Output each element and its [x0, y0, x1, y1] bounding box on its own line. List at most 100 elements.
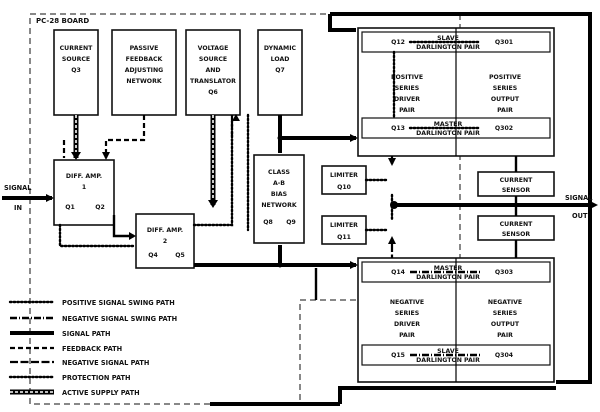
svg-text:Q301: Q301 — [495, 39, 513, 46]
svg-text:OUTPUT: OUTPUT — [491, 321, 520, 328]
svg-text:1: 1 — [82, 184, 86, 191]
svg-text:Q2: Q2 — [95, 204, 105, 211]
svg-text:AND: AND — [205, 67, 220, 74]
svg-text:DARLINGTON PAIR: DARLINGTON PAIR — [416, 130, 480, 137]
svg-text:SENSOR: SENSOR — [502, 231, 531, 238]
svg-text:CLASS: CLASS — [268, 169, 290, 176]
svg-text:NEGATIVE: NEGATIVE — [390, 299, 424, 306]
limiter-q10-block: LIMITER Q10 — [321, 165, 367, 195]
legend-label-negative-signal: NEGATIVE SIGNAL PATH — [62, 359, 149, 367]
class-ab-bias-block: CLASS A-B BIAS NETWORK Q8 Q9 — [253, 154, 305, 244]
svg-text:SERIES: SERIES — [493, 85, 517, 92]
svg-text:TRANSLATOR: TRANSLATOR — [190, 78, 236, 85]
diff-amp-2-block: DIFF. AMP. 2 Q4 Q5 — [135, 213, 195, 269]
svg-text:CURRENT: CURRENT — [500, 177, 533, 184]
svg-text:Q303: Q303 — [495, 269, 513, 276]
svg-text:CURRENT: CURRENT — [60, 45, 93, 52]
svg-text:PASSIVE: PASSIVE — [130, 45, 159, 52]
svg-text:Q4: Q4 — [148, 252, 158, 259]
voltage-source-block: VOLTAGE SOURCE AND TRANSLATOR Q6 — [185, 29, 241, 116]
legend: POSITIVE SIGNAL SWING PATH NEGATIVE SIGN… — [8, 299, 177, 397]
svg-text:OUTPUT: OUTPUT — [491, 96, 520, 103]
svg-text:SOURCE: SOURCE — [62, 56, 90, 63]
svg-text:DYNAMIC: DYNAMIC — [264, 45, 297, 52]
svg-text:CURRENT: CURRENT — [500, 221, 533, 228]
legend-label-active-supply: ACTIVE SUPPLY PATH — [62, 389, 140, 397]
legend-label-negative-swing: NEGATIVE SIGNAL SWING PATH — [62, 315, 177, 323]
svg-text:LOAD: LOAD — [271, 56, 290, 63]
svg-text:Q302: Q302 — [495, 125, 513, 132]
svg-text:MASTER: MASTER — [434, 121, 463, 128]
svg-text:SENSOR: SENSOR — [502, 187, 531, 194]
legend-label-positive-swing: POSITIVE SIGNAL SWING PATH — [62, 299, 175, 307]
svg-text:Q7: Q7 — [275, 67, 285, 74]
svg-text:DARLINGTON PAIR: DARLINGTON PAIR — [416, 357, 480, 364]
svg-text:POSITIVE: POSITIVE — [489, 74, 521, 81]
svg-text:SERIES: SERIES — [493, 310, 517, 317]
svg-text:DRIVER: DRIVER — [394, 96, 420, 103]
svg-text:2: 2 — [163, 238, 167, 245]
signal-in-label-1: SIGNAL — [4, 184, 32, 192]
current-source-block: CURRENT SOURCE Q3 — [53, 29, 99, 116]
svg-text:SERIES: SERIES — [395, 310, 419, 317]
signal-paths — [2, 12, 598, 406]
svg-text:MASTER: MASTER — [434, 265, 463, 272]
board-label: PC-28 BOARD — [36, 17, 89, 25]
svg-text:DARLINGTON PAIR: DARLINGTON PAIR — [416, 274, 480, 281]
svg-text:Q8: Q8 — [263, 219, 273, 226]
svg-text:NETWORK: NETWORK — [261, 202, 296, 209]
svg-text:Q3: Q3 — [71, 67, 81, 74]
active-supply-paths — [71, 115, 218, 208]
svg-text:NEGATIVE: NEGATIVE — [488, 299, 522, 306]
svg-text:Q10: Q10 — [337, 184, 352, 191]
svg-text:A-B: A-B — [273, 180, 285, 187]
legend-label-feedback: FEEDBACK PATH — [62, 345, 122, 353]
svg-text:SLAVE: SLAVE — [437, 348, 459, 355]
junction-top — [277, 135, 283, 141]
dynamic-load-block: DYNAMIC LOAD Q7 — [257, 29, 303, 116]
svg-text:SOURCE: SOURCE — [199, 56, 227, 63]
svg-text:Q14: Q14 — [391, 269, 406, 276]
svg-text:LIMITER: LIMITER — [330, 222, 358, 229]
junction-bottom — [277, 262, 283, 268]
signal-out-label-1: SIGNAL — [565, 194, 593, 202]
svg-text:LIMITER: LIMITER — [330, 172, 358, 179]
diff-amp-1-block: DIFF. AMP. 1 Q1 Q2 — [53, 159, 115, 226]
svg-text:DARLINGTON PAIR: DARLINGTON PAIR — [416, 44, 480, 51]
limiter-q11-block: LIMITER Q11 — [321, 215, 367, 245]
swing-paths — [364, 40, 482, 357]
svg-text:Q5: Q5 — [175, 252, 185, 259]
svg-text:Q13: Q13 — [391, 125, 405, 132]
svg-text:FEEDBACK: FEEDBACK — [126, 56, 163, 63]
svg-text:DIFF. AMP.: DIFF. AMP. — [66, 173, 102, 180]
positive-output-section: Q12 Q301 SLAVE DARLINGTON PAIR POSITIVE … — [357, 27, 555, 157]
svg-text:SLAVE: SLAVE — [437, 35, 459, 42]
passive-feedback-block: PASSIVE FEEDBACK ADJUSTING NETWORK — [111, 29, 177, 116]
svg-text:PAIR: PAIR — [497, 107, 513, 114]
svg-text:SERIES: SERIES — [395, 85, 419, 92]
svg-text:DRIVER: DRIVER — [394, 321, 420, 328]
svg-text:NETWORK: NETWORK — [126, 78, 161, 85]
legend-label-protection: PROTECTION PATH — [62, 374, 131, 382]
svg-text:Q9: Q9 — [286, 219, 296, 226]
svg-text:POSITIVE: POSITIVE — [391, 74, 423, 81]
svg-text:Q1: Q1 — [65, 204, 75, 211]
svg-text:PAIR: PAIR — [399, 332, 415, 339]
svg-text:PAIR: PAIR — [497, 332, 513, 339]
legend-label-signal: SIGNAL PATH — [62, 330, 111, 338]
negative-output-section: Q14 Q303 MASTER DARLINGTON PAIR NEGATIVE… — [357, 257, 555, 383]
svg-text:PAIR: PAIR — [399, 107, 415, 114]
svg-text:Q12: Q12 — [391, 39, 405, 46]
svg-text:VOLTAGE: VOLTAGE — [198, 45, 229, 52]
signal-in-label-2: IN — [14, 204, 22, 212]
output-node — [390, 201, 398, 209]
current-sensor-bottom: CURRENT SENSOR — [477, 215, 555, 241]
svg-text:Q304: Q304 — [495, 352, 514, 359]
current-sensor-top: CURRENT SENSOR — [477, 171, 555, 197]
feedback-paths — [58, 113, 250, 248]
svg-text:DIFF. AMP.: DIFF. AMP. — [147, 227, 183, 234]
svg-text:Q6: Q6 — [208, 89, 218, 96]
svg-text:BIAS: BIAS — [271, 191, 287, 198]
